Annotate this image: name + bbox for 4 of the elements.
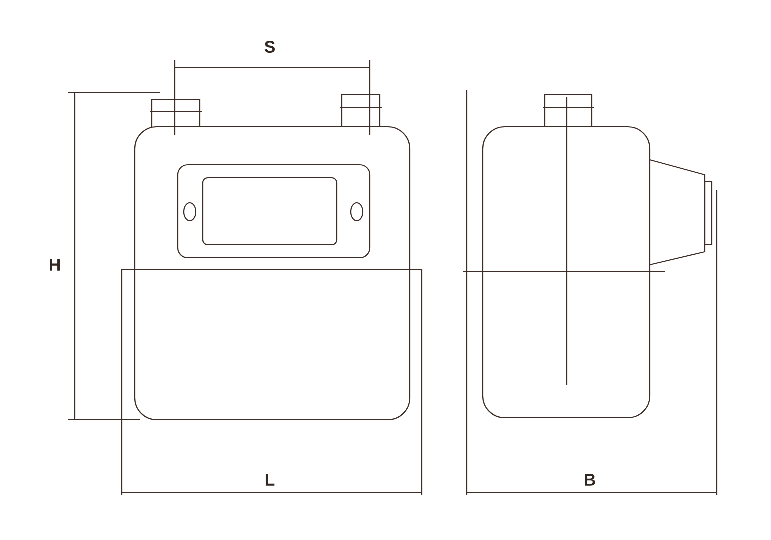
dimension-label: H	[50, 259, 60, 271]
dimension-label: L	[266, 474, 275, 486]
dimension-label: S	[264, 41, 275, 53]
dimension-label: B	[585, 474, 596, 486]
